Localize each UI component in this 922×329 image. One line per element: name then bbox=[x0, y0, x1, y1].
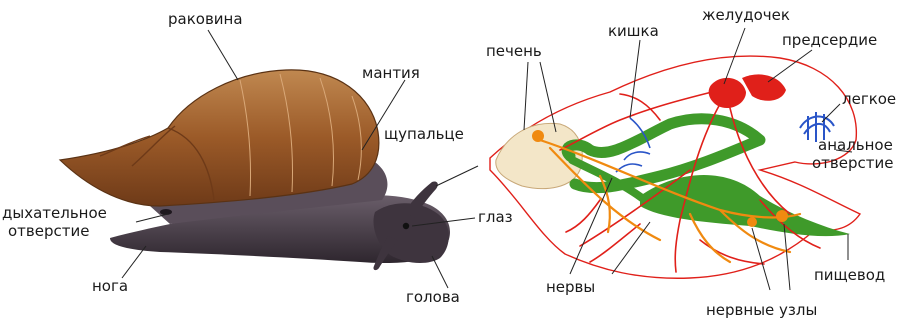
snail-internal-view bbox=[490, 56, 860, 278]
label-ventricle: желудочек bbox=[702, 8, 790, 23]
label-tentacle: щупальце bbox=[384, 127, 464, 142]
label-lung: легкое bbox=[842, 92, 896, 107]
label-ganglia: нервные узлы bbox=[706, 303, 817, 318]
label-esophagus: пищевод bbox=[814, 268, 885, 283]
label-intestine: кишка bbox=[608, 24, 659, 39]
label-breathing-hole-2: отверстие bbox=[8, 223, 89, 240]
nerve-ganglion bbox=[532, 130, 544, 142]
snail-external-view bbox=[60, 70, 450, 270]
digestive-tract bbox=[567, 119, 760, 188]
heart-atrium bbox=[742, 74, 786, 100]
label-anal-2: отверстие bbox=[812, 155, 893, 172]
label-foot: нога bbox=[92, 279, 128, 294]
label-head: голова bbox=[406, 290, 460, 305]
label-shell: раковина bbox=[168, 12, 243, 27]
nerve-ganglion bbox=[776, 210, 788, 222]
snail-eye bbox=[403, 223, 409, 229]
label-atrium: предсердие bbox=[782, 33, 877, 48]
label-eye: глаз bbox=[478, 210, 513, 225]
heart-ventricle bbox=[709, 78, 746, 108]
snail-shell bbox=[60, 70, 379, 206]
label-mantle: мантия bbox=[362, 66, 420, 81]
label-anal-1: анальное bbox=[818, 137, 893, 154]
nerve-ganglion bbox=[747, 217, 757, 227]
label-liver: печень bbox=[486, 44, 542, 59]
label-nerves: нервы bbox=[546, 280, 595, 295]
label-breathing-hole-1: дыхательное bbox=[2, 205, 107, 222]
